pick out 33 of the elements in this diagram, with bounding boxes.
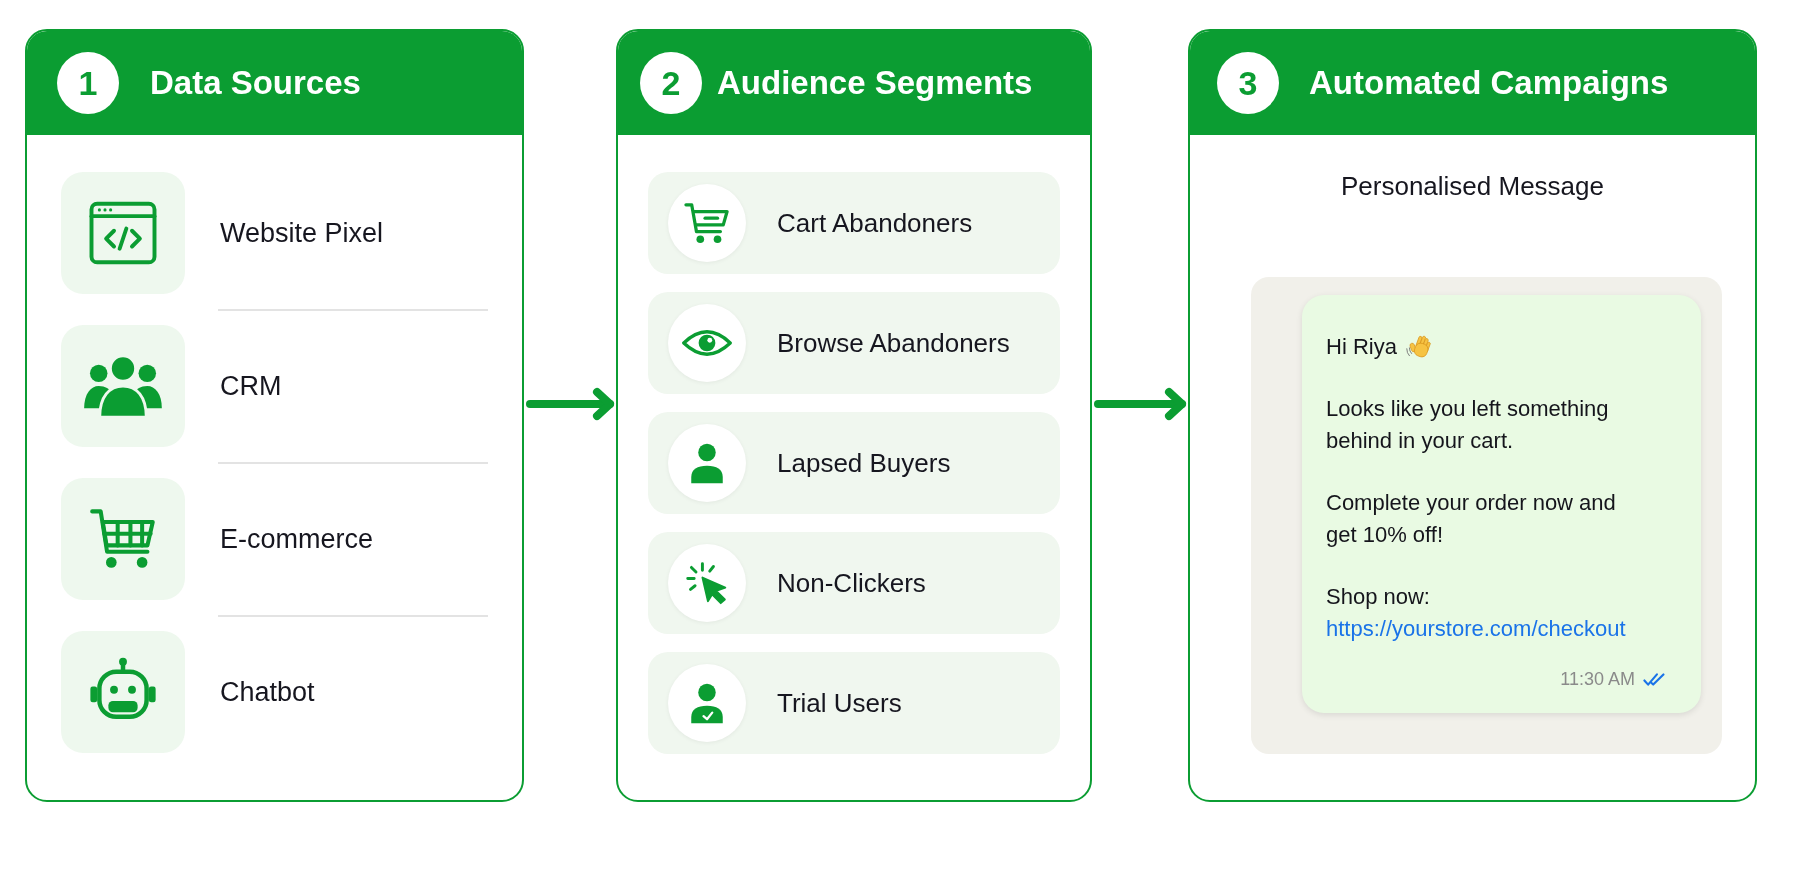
greeting-text: Hi Riya <box>1326 333 1397 361</box>
segment-label: Non-Clickers <box>777 567 926 599</box>
segment-label: Browse Abandoners <box>777 327 1010 359</box>
step-number: 3 <box>1217 52 1279 114</box>
panel-title: Audience Segments <box>717 63 1033 103</box>
segment-label: Cart Abandoners <box>777 207 973 239</box>
step-panel <box>616 29 1092 802</box>
message-text: Looks like you left something behind in your cart. <box>1326 395 1610 455</box>
segment-card <box>648 412 1060 514</box>
panel-title: Automated Campaigns <box>1309 63 1669 103</box>
segment-label: Lapsed Buyers <box>777 447 951 479</box>
segment-card <box>648 652 1060 754</box>
flow-arrow <box>1094 388 1186 420</box>
source-label: Website Pixel <box>220 217 384 250</box>
flow-arrow <box>526 388 614 420</box>
message-text: Shop now: <box>1326 583 1431 611</box>
segment-card <box>648 532 1060 634</box>
checkout-link: https://yourstore.com/checkout <box>1326 615 1626 643</box>
source-label: Chatbot <box>220 676 315 709</box>
message-text: Complete your order now and get 10% off! <box>1326 489 1617 549</box>
panel-title: Data Sources <box>150 63 361 103</box>
segment-card <box>648 172 1060 274</box>
step-panel <box>25 29 524 802</box>
segment-card <box>648 292 1060 394</box>
step-number: 2 <box>640 52 702 114</box>
step-number: 1 <box>57 52 119 114</box>
message-bubble <box>1302 295 1701 713</box>
source-label: CRM <box>220 370 282 403</box>
source-label: E-commerce <box>220 523 374 556</box>
panel-subtitle: Personalised Message <box>1340 171 1604 201</box>
segment-label: Trial Users <box>777 687 902 719</box>
message-time: 11:30 AM <box>1560 668 1635 691</box>
step-panel <box>1188 29 1757 802</box>
